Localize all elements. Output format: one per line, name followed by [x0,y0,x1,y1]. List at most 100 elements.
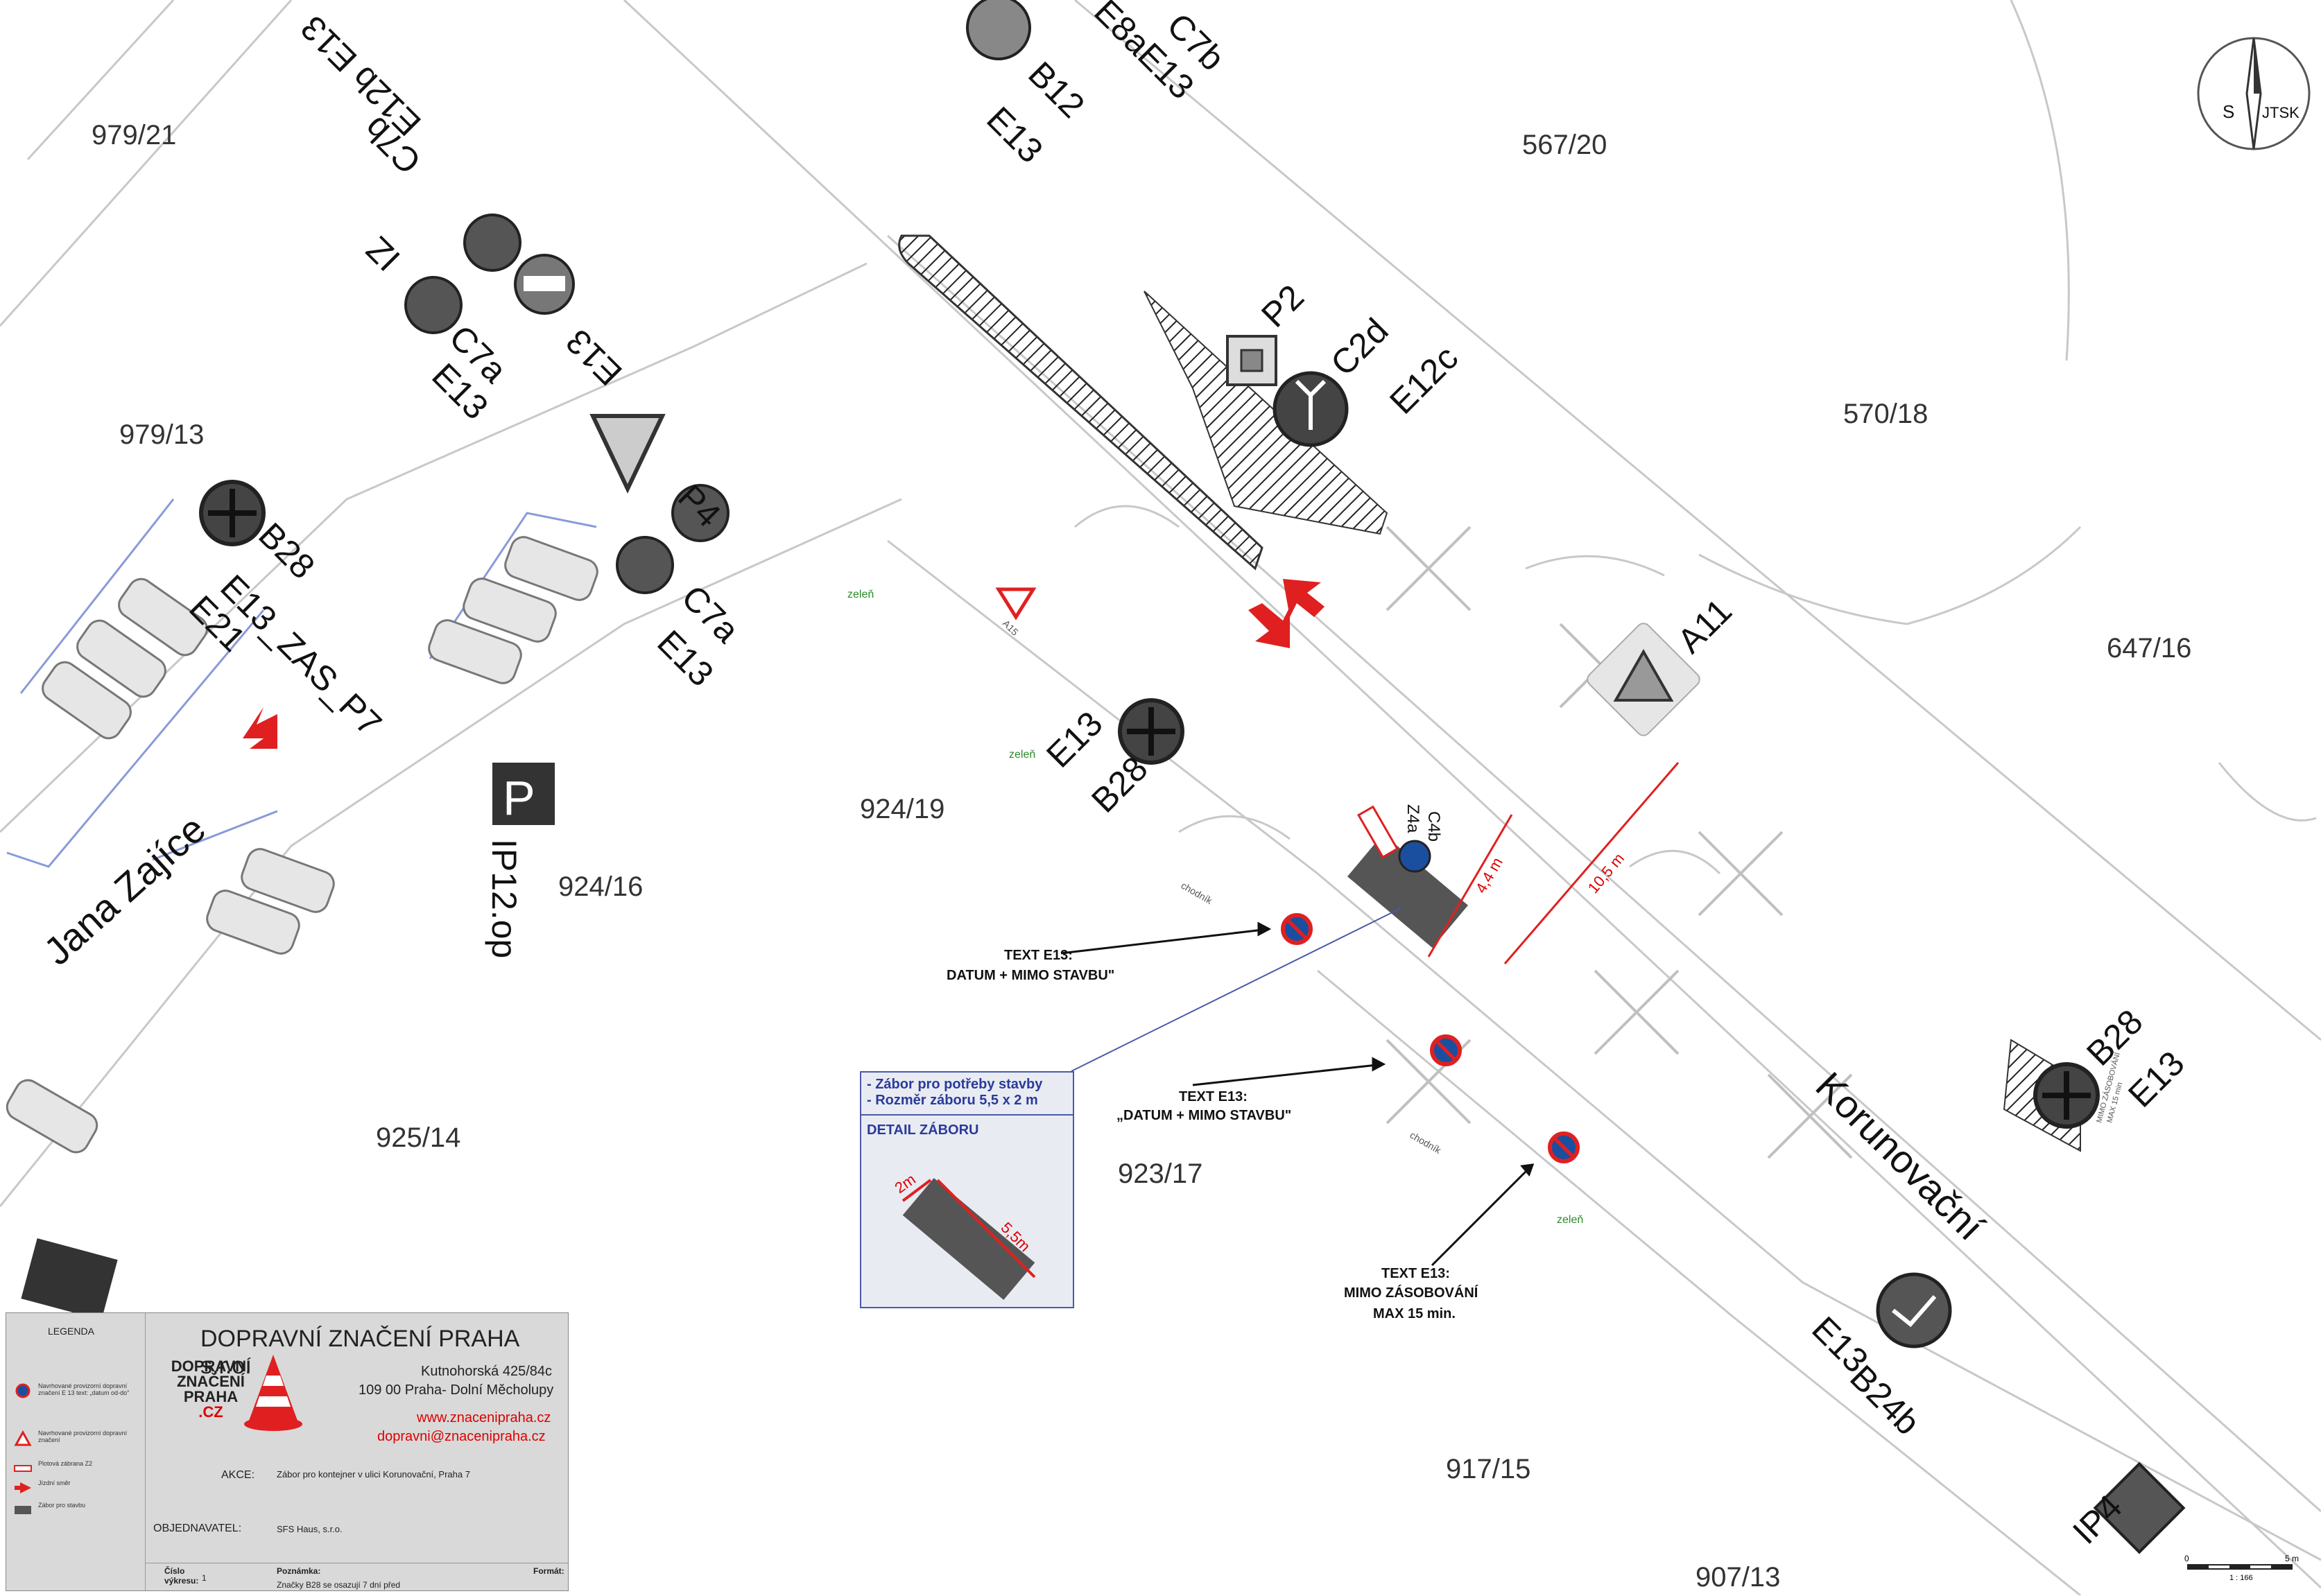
note1-line2: DATUM + MIMO STAVBU" [947,968,1114,983]
company-web-link[interactable]: www.znacenipraha.cz [417,1410,551,1425]
objednavatel-label: OBJEDNAVATEL: [153,1523,242,1534]
ip4-sign-icon [2093,1461,2186,1554]
crossing-marks [1386,526,1853,1159]
arrow-up-right [243,707,277,749]
c4b-sign-icon [1398,840,1431,873]
scale-ratio: 1 : 166 [2229,1574,2253,1582]
scale-bar: 0 5 m 1 : 166 [2184,1551,2316,1596]
label-chodnik-2: chodník [1408,1129,1444,1156]
note3-line2: MIMO ZÁSOBOVÁNÍ [1344,1285,1478,1301]
parcel-979-21: 979/21 [92,120,176,150]
detail-separator [861,1114,1073,1116]
street-jana-zajice: Jana Zajíce [35,806,214,973]
code-a15: A15 [1001,618,1021,638]
scale-zero: 0 [2184,1554,2189,1563]
note3-line1: TEXT E13: [1381,1266,1450,1281]
objednavatel-value: SFS Haus, s.r.o. [277,1524,343,1534]
compass [2197,37,2311,150]
a15-sign-icon [995,587,1037,621]
parcel-907-13: 907/13 [1696,1562,1780,1593]
code-e13-right: E13 [2121,1043,2192,1115]
poznamka-value: Značky B28 se osazují 7 dní před [277,1580,401,1590]
company-name: DOPRAVNÍ ZNAČENÍ PRAHA s.r.o. [200,1326,519,1379]
legend-b28-icon [15,1383,31,1398]
note2-line2: „DATUM + MIMO STAVBU" [1116,1108,1291,1123]
code-e13-zas-p7: E13_ZAS_P7 [213,567,389,743]
legend-item-1: Navrhované provizorní dopravní značení E… [13,1382,141,1399]
arrow-up-left [1283,579,1325,617]
hatched-islands [898,234,2081,1152]
scale-five: 5 m [2285,1554,2299,1563]
legend-item-2: Navrhované provizorní dopravní značení [13,1430,141,1446]
code-e13-mid: E13 [1039,704,1110,775]
legend-item-5: Zábor pro stavbu [13,1502,141,1518]
poznamka-label: Poznámka: [277,1566,321,1576]
detail-zaboru-box: - Zábor pro potřeby stavby - Rozměr zábo… [860,1071,1074,1308]
b24b-sign-icon [1876,1272,1952,1348]
scale-bar-graphic: 0 5 m 1 : 166 [2184,1554,2299,1582]
format-label: Formát: [533,1566,564,1576]
legend-column: LEGENDA Navrhované provizorní dopravní z… [6,1313,146,1590]
code-a11: A11 [1670,591,1739,661]
company-address-2: 109 00 Praha- Dolní Měcholupy [359,1382,554,1398]
arrow-down-right [1248,603,1290,648]
parking-outline [6,498,597,868]
parcel-570-18: 570/18 [1843,399,1928,429]
z4a-barrier-icon [1357,805,1399,859]
legend-item-3-text: Plotová zábrana Z2 [38,1460,93,1467]
parcel-647-16: 647/16 [2107,633,2191,663]
parcel-924-16: 924/16 [558,871,643,902]
compass-s-label: S [2223,101,2234,122]
cislo-value: 1 [202,1573,207,1583]
label-zelen-2: zeleň [1009,749,1035,761]
compass-jtsk-label: JTSK [2262,104,2300,121]
iz-sign-icon [404,276,463,334]
legend-bottom-bar: Číslo výkresu: 1 Poznámka: Značky B28 se… [145,1563,568,1591]
parcel-923-17: 923/17 [1118,1159,1202,1189]
note1-line1: TEXT E13: [1004,948,1073,963]
legend-item-2-text: Navrhované provizorní dopravní značení [38,1430,128,1443]
logo-cone-icon [244,1355,302,1431]
note2-line1: TEXT E13: [1179,1089,1248,1104]
code-c2d: C2d [1323,311,1395,383]
code-b12: B12 [1021,54,1092,125]
code-iz: IZ [359,229,408,279]
logo-line-2: ZNAČENÍ [177,1373,245,1390]
legend-item-1-text: Navrhované provizorní dopravní značení E… [38,1382,130,1396]
street-korunovacni: Korunovační [1808,1064,1993,1249]
c7b-left-sign-icon [463,214,521,272]
parcel-917-15: 917/15 [1446,1454,1530,1484]
traffic-signs: P [21,0,2186,1554]
detail-diagram: 2m 5,5m [892,1170,1036,1300]
legend-zabor-icon [15,1506,31,1514]
detail-leader-line [1071,908,1401,1072]
company-logo: DOPRAVNÍ ZNAČENÍ PRAHA .CZ [166,1359,256,1420]
logo-line-1: DOPRAVNÍ [171,1358,251,1375]
legend-item-5-text: Zábor pro stavbu [38,1502,86,1509]
construction-zone [1347,833,1468,948]
detail-title: DETAIL ZÁBORU [867,1122,979,1138]
yield-sign-icon [589,414,666,494]
code-e12c: E12c [1382,338,1465,422]
legend-title: LEGENDA [48,1326,94,1337]
parcel-924-19: 924/19 [860,794,944,824]
legend-arrow-icon [15,1482,31,1493]
dimension-lines [1427,762,1680,964]
legend-barrier-icon [14,1465,32,1472]
legend-triangle-icon [14,1430,32,1446]
label-zelen-3: zeleň [1557,1214,1583,1226]
code-e13-top: E13 [979,99,1051,171]
legend-item-3: Plotová zábrana Z2 [13,1460,141,1477]
parcel-979-13: 979/13 [119,419,204,450]
akce-label: AKCE: [221,1469,255,1481]
company-email-link[interactable]: dopravni@znacenipraha.cz [377,1429,546,1444]
parked-cars [6,536,598,1154]
ip-bottom-sign-icon [21,1238,118,1320]
code-p2: P2 [1254,277,1311,335]
detail-line2: - Rozměr záboru 5,5 x 2 m [867,1093,1038,1108]
ip12-sign-icon [492,763,555,825]
c7a-sign-icon [616,536,674,594]
p4-sign-icon [671,484,730,542]
code-e13-yield: E13 [558,322,630,393]
